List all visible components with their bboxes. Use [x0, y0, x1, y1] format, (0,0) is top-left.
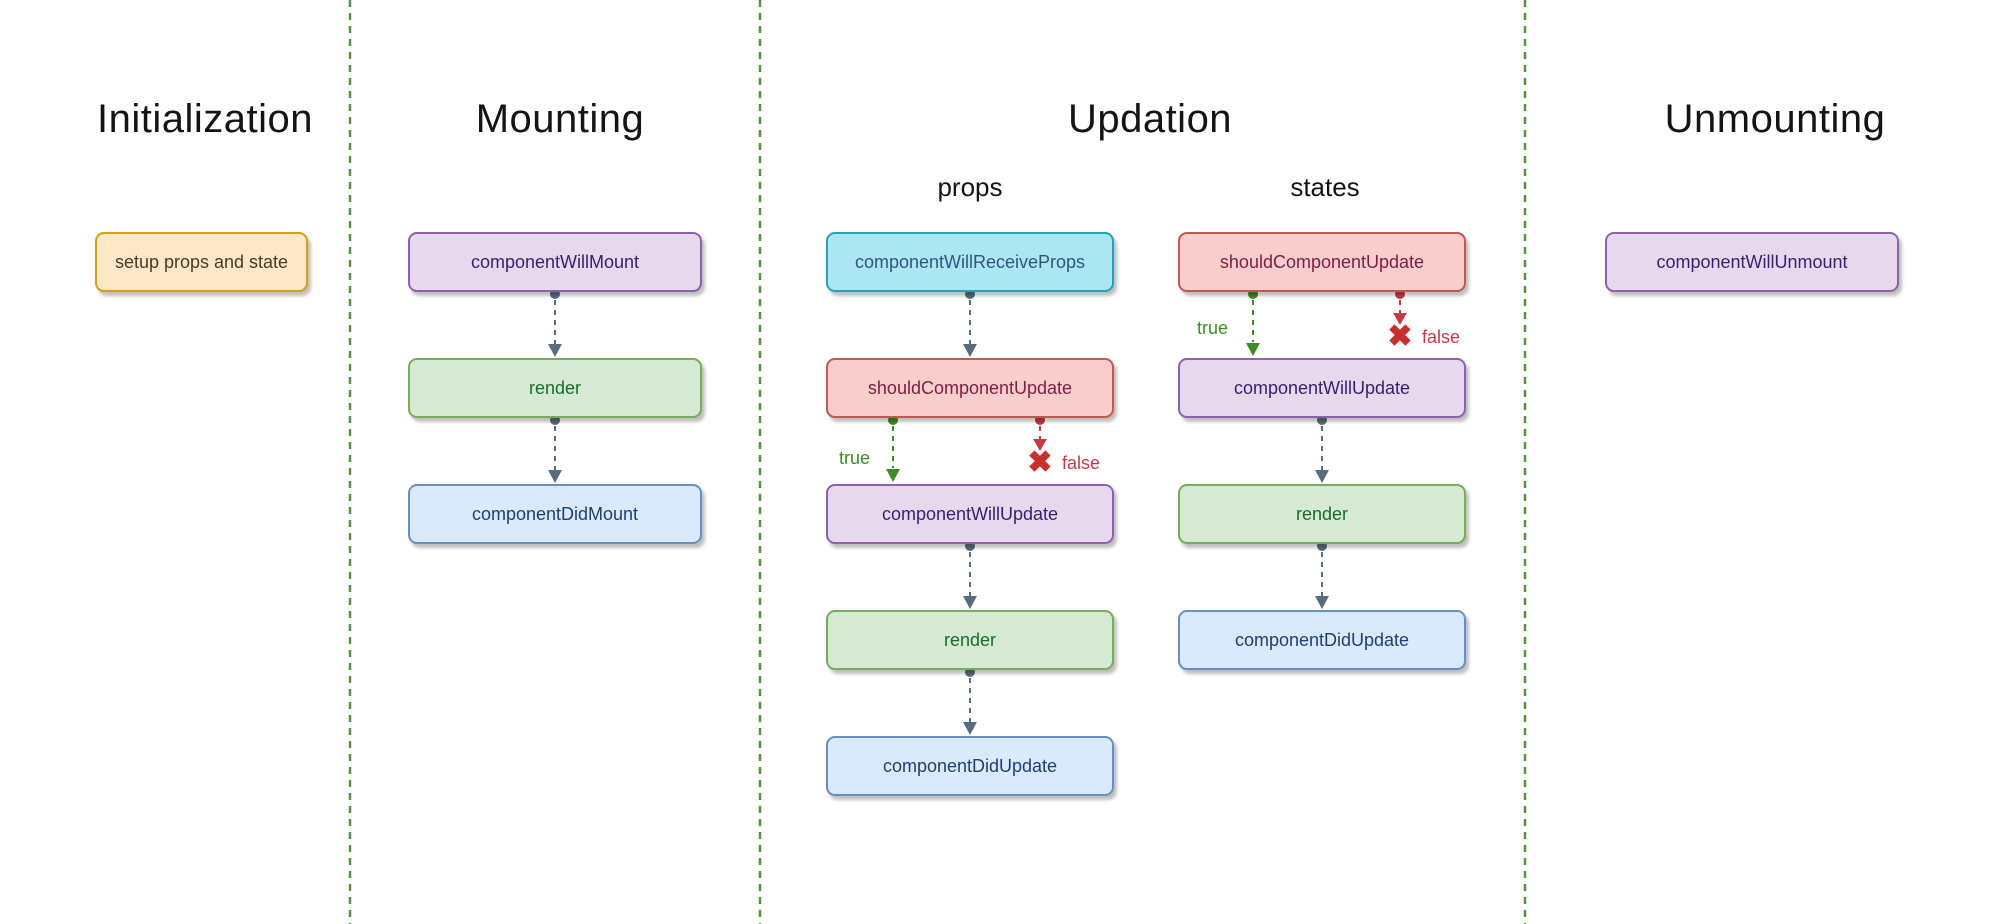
arrow-states-willupdate-to-render — [1315, 415, 1329, 483]
section-title-mounting: Mounting — [475, 97, 645, 141]
arrow-props-willupdate-to-render — [963, 541, 977, 609]
arrow-props-true-branch — [886, 415, 900, 482]
node-states-componentwillupdate: componentWillUpdate — [1178, 358, 1466, 418]
column-label-props: props — [937, 172, 1003, 202]
node-componentdidmount: componentDidMount — [408, 484, 702, 544]
node-componentwillreceiveprops: componentWillReceiveProps — [826, 232, 1114, 292]
node-props-render: render — [826, 610, 1114, 670]
node-setup-props-and-state: setup props and state — [95, 232, 308, 292]
node-props-componentwillupdate: componentWillUpdate — [826, 484, 1114, 544]
section-title-updation: Updation — [1067, 97, 1233, 141]
node-componentwillmount: componentWillMount — [408, 232, 702, 292]
node-props-componentdidupdate: componentDidUpdate — [826, 736, 1114, 796]
arrow-states-render-to-didupdate — [1315, 541, 1329, 609]
arrow-willreceiveprops-to-shouldupdate — [963, 289, 977, 357]
states-true-label: true — [1196, 318, 1228, 338]
arrow-props-render-to-didupdate — [963, 667, 977, 735]
column-label-states: states — [1290, 172, 1360, 202]
arrow-states-true-branch — [1246, 289, 1260, 356]
node-props-shouldcomponentupdate: shouldComponentUpdate — [826, 358, 1114, 418]
arrow-willmount-to-render — [548, 289, 562, 357]
states-false-x-icon: ✖ — [1387, 320, 1413, 353]
props-false-x-icon: ✖ — [1027, 446, 1053, 479]
node-componentwillunmount: componentWillUnmount — [1605, 232, 1899, 292]
section-title-initialization: Initialization — [96, 97, 313, 141]
node-states-shouldcomponentupdate: shouldComponentUpdate — [1178, 232, 1466, 292]
arrow-render-to-didmount — [548, 415, 562, 483]
node-mounting-render: render — [408, 358, 702, 418]
node-states-componentdidupdate: componentDidUpdate — [1178, 610, 1466, 670]
node-states-render: render — [1178, 484, 1466, 544]
props-false-label: false — [1062, 453, 1101, 473]
section-title-unmounting: Unmounting — [1664, 97, 1886, 141]
props-true-label: true — [838, 448, 870, 468]
states-false-label: false — [1422, 327, 1461, 347]
